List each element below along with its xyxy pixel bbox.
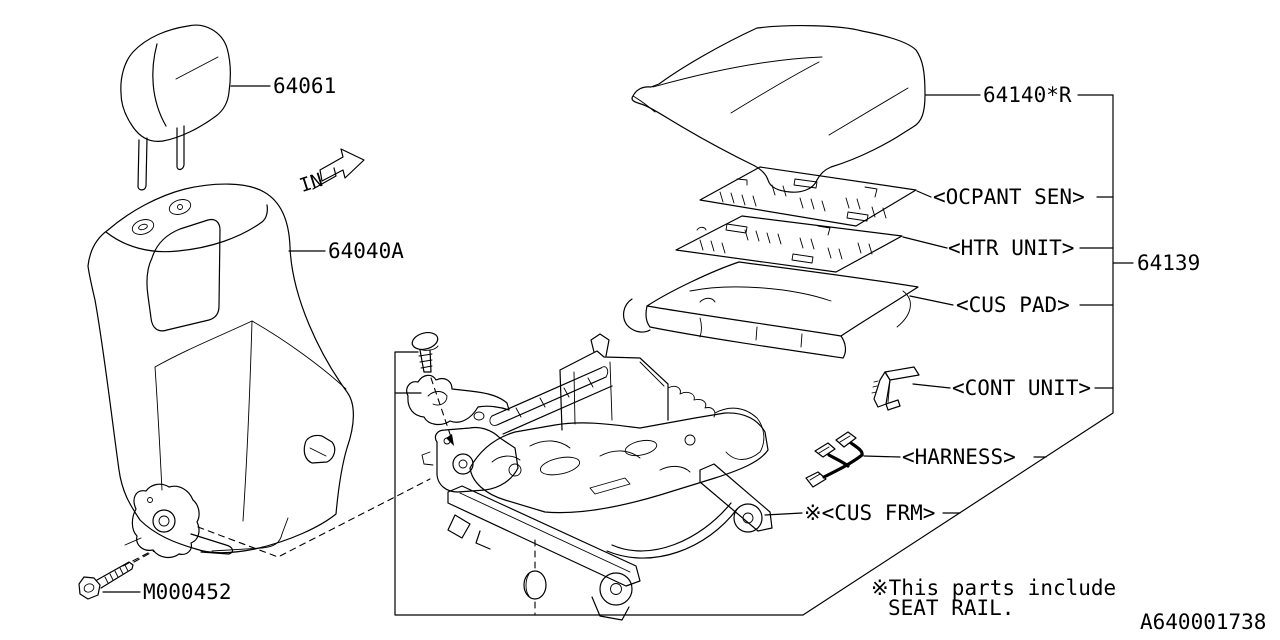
seat-pan (469, 412, 769, 514)
footnote: ※This parts include SEAT RAIL. (871, 576, 1116, 620)
harness-connectors (805, 431, 857, 488)
cushion-cover-drawing (631, 25, 926, 193)
slide-rail-left (447, 485, 641, 587)
recliner-side-plate (434, 426, 519, 493)
footnote-line1: ※This parts include (871, 576, 1116, 600)
seat-back-drawing (87, 183, 354, 554)
label-heater-unit: <HTR UNIT> (948, 236, 1074, 260)
leader-lines (102, 85, 1134, 616)
mount-bolt-drawing (78, 561, 134, 600)
label-control-unit: <CONT UNIT> (952, 376, 1091, 400)
label-harness: <HARNESS> (902, 445, 1016, 469)
slide-rail-right (699, 463, 773, 532)
rear-roller (733, 503, 763, 533)
label-headrest: 64061 (273, 74, 336, 98)
label-seat-back: 64040A (328, 239, 404, 263)
headrest-drawing (120, 24, 231, 191)
arrow-icon (319, 148, 365, 182)
tapping-screw-drawing (411, 331, 439, 373)
post-hole-left (131, 219, 155, 235)
post-hole-right (168, 199, 192, 215)
harness-wires (822, 441, 864, 479)
label-cushion-pad: <CUS PAD> (956, 293, 1070, 317)
cushion-frame-drawing (421, 333, 773, 621)
harness-drawing (805, 431, 864, 488)
label-seat-cushion: 64139 (1137, 251, 1200, 275)
group-bracket (394, 94, 1114, 616)
footnote-line2: SEAT RAIL. (888, 596, 1014, 620)
assembly-dashed-lines (118, 377, 536, 615)
mount-bracket-drawing (406, 374, 510, 426)
headrest-posts (137, 125, 185, 191)
cushion-pad-drawing (622, 261, 919, 359)
label-cushion-cover: 64140*R (983, 83, 1072, 107)
heater-unit-drawing (675, 215, 903, 273)
arrowhead (446, 434, 454, 446)
part-labels: 64061 64040A 64140*R <OCPANT SEN> <HTR U… (143, 74, 1200, 604)
label-occupant-sensor: <OCPANT SEN> (933, 185, 1085, 209)
label-mount-bolt: M000452 (143, 580, 232, 604)
drawing-number: A640001738 (1140, 610, 1266, 634)
adjuster-knob (523, 570, 547, 600)
side-trim-flap (303, 434, 336, 464)
recliner-hinge-drawing (124, 483, 234, 559)
occupant-sensor-drawing (699, 166, 917, 227)
headrest-socket-collar (146, 218, 221, 332)
front-roller (599, 572, 633, 606)
label-cushion-frame: ※<CUS FRM> (804, 501, 935, 525)
direction-arrow: IN (297, 148, 365, 197)
control-unit-drawing (871, 366, 920, 411)
